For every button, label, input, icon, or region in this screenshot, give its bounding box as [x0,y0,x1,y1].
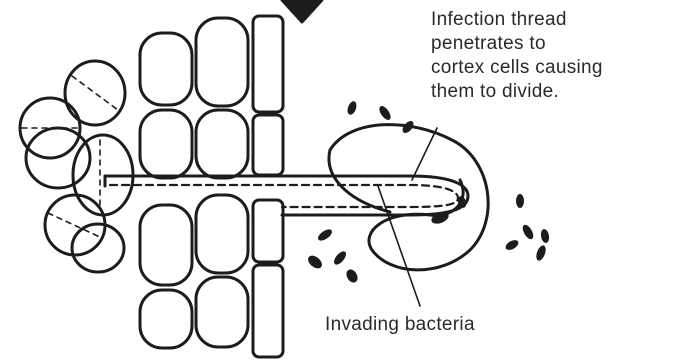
bacterium [535,244,548,262]
bacterium [516,194,524,208]
bacterium [316,227,334,243]
infection-label-line-2: penetrates to [431,32,681,56]
bacterium [521,223,536,241]
root-hair-cells [20,61,133,272]
endodermis-column [253,16,283,357]
bacterium [540,228,550,243]
bacterium [346,100,358,116]
cortex-cells-column-1 [140,33,192,348]
invading-bacteria-label: Invading bacteria [325,313,475,337]
bacterium [504,238,520,252]
infection-label-line-3: cortex cells causing [431,56,681,80]
bacterium [377,104,393,122]
bacteria-label-leader [378,186,420,306]
infection-thread [105,176,468,215]
cortex-cells-column-2 [196,18,248,347]
infection-thread-label: Infection thread penetrates to cortex ce… [431,8,681,104]
bacteria [306,100,550,285]
infection-label-line-1: Infection thread [431,8,681,32]
downward-arrow [282,0,322,22]
bacterium [344,267,360,284]
infection-label-leader [412,128,437,180]
infection-label-line-4: them to divide. [431,80,681,104]
bacterium [332,249,348,266]
bacterium [306,253,325,271]
